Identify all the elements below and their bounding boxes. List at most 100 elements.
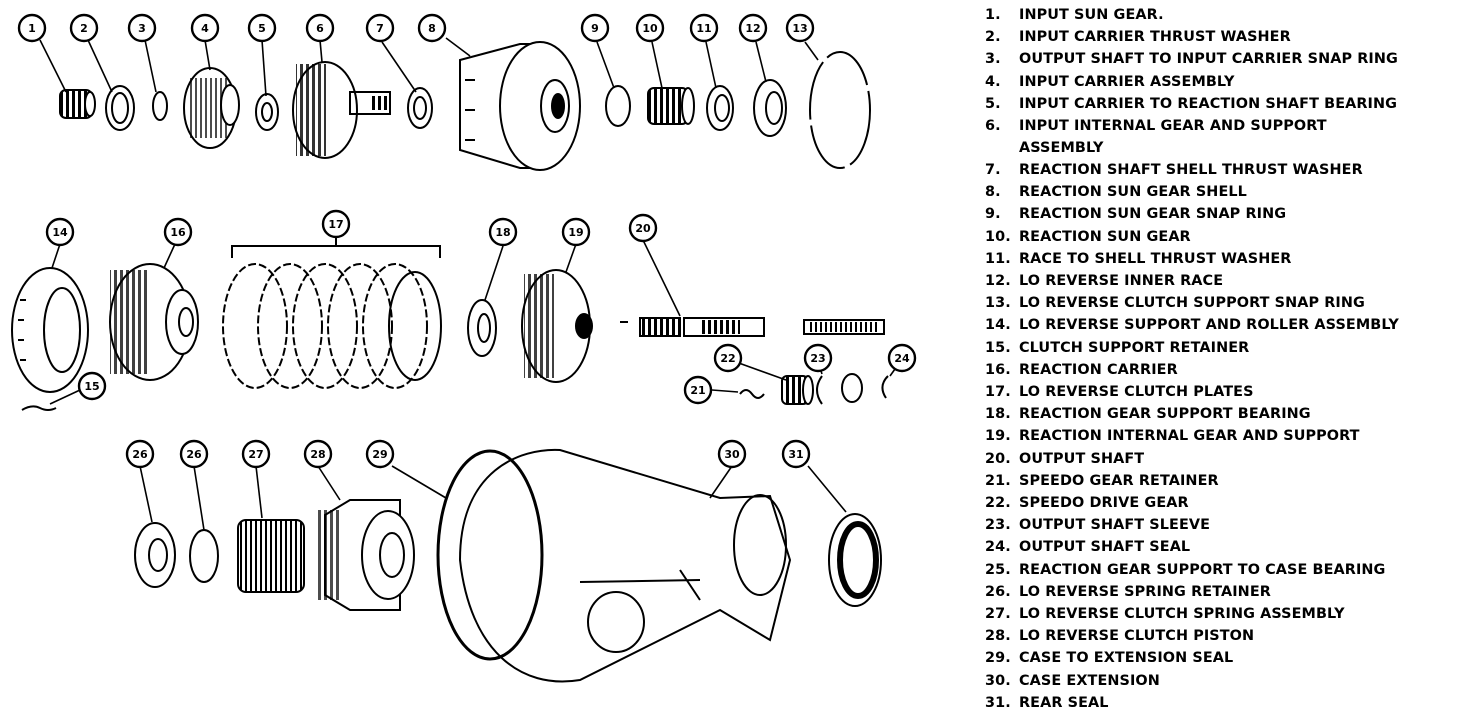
part-reaction-carrier	[109, 263, 199, 381]
legend-item-10: 10.REACTION SUN GEAR	[985, 228, 1191, 245]
legend-item-15: 15.CLUTCH SUPPORT RETAINER	[985, 339, 1250, 356]
callout-15: 15	[77, 371, 107, 401]
svg-text:27: 27	[248, 448, 263, 461]
leader-30	[709, 465, 733, 499]
svg-text:26: 26	[186, 448, 202, 461]
callout-21: 21	[683, 375, 713, 405]
part-reaction-shaft-shell-thrust-washer	[407, 87, 433, 129]
svg-text:8: 8	[428, 22, 436, 35]
part-race-to-shell-thrust-washer	[706, 85, 734, 131]
leader-5	[261, 39, 267, 97]
callout-22: 22	[713, 343, 743, 373]
legend-item-31: 31.REAR SEAL	[985, 694, 1109, 711]
part-lo-reverse-clutch-plates	[222, 263, 442, 389]
svg-text:12: 12	[745, 22, 760, 35]
svg-text:26: 26	[132, 448, 148, 461]
legend-item-30: 30.CASE EXTENSION	[985, 672, 1160, 689]
svg-text:16: 16	[170, 226, 186, 239]
svg-text:11: 11	[696, 22, 711, 35]
svg-text:17: 17	[328, 218, 343, 231]
callout-30: 30	[717, 439, 747, 469]
part-output-shaft-seal	[881, 375, 889, 399]
part-input-carrier-thrust-washer	[105, 85, 135, 131]
part-speedo-drive-gear	[781, 375, 814, 405]
svg-text:13: 13	[792, 22, 807, 35]
part-reaction-internal-gear	[521, 269, 593, 383]
part-snap-ring-3	[152, 91, 168, 121]
part-case-to-extension-seal	[436, 449, 544, 661]
parts-legend: 1.INPUT SUN GEAR. 2.INPUT CARRIER THRUST…	[985, 4, 1465, 714]
svg-text:20: 20	[635, 222, 651, 235]
callout-29: 29	[365, 439, 395, 469]
callout-17: 17	[321, 209, 351, 239]
legend-item-29: 29.CASE TO EXTENSION SEAL	[985, 650, 1234, 667]
exploded-view-diagram: 1 2 3 4 5 6 7 8 9 10 11 12 13 14 15 16 1…	[11, 13, 917, 683]
part-output-shaft	[620, 317, 885, 337]
callout-6: 6	[305, 13, 335, 43]
callout-20: 20	[628, 213, 658, 243]
bracket-17	[231, 236, 441, 258]
part-output-shaft-sleeve	[816, 375, 823, 405]
callout-2: 2	[69, 13, 99, 43]
legend-item-16: 16.REACTION CARRIER	[985, 361, 1178, 378]
part-reaction-gear-support-bearing	[467, 299, 497, 357]
leader-12	[755, 41, 767, 83]
legend-item-12: 12.LO REVERSE INNER RACE	[985, 273, 1224, 290]
svg-text:1: 1	[28, 22, 36, 35]
svg-text:5: 5	[258, 22, 266, 35]
callout-24: 24	[887, 343, 917, 373]
legend-item-13: 13.LO REVERSE CLUTCH SUPPORT SNAP RING	[985, 295, 1365, 312]
callout-5: 5	[247, 13, 277, 43]
svg-text:19: 19	[568, 226, 583, 239]
svg-text:28: 28	[310, 448, 325, 461]
callout-11: 11	[689, 13, 719, 43]
legend-item-22: 22.SPEEDO DRIVE GEAR	[985, 495, 1189, 512]
svg-text:31: 31	[788, 448, 803, 461]
leader-25	[139, 465, 153, 523]
svg-text:15: 15	[84, 380, 99, 393]
callout-26: 26	[179, 439, 209, 469]
part-lo-reverse-clutch-spring-assembly	[237, 519, 305, 593]
legend-item-11: 11.RACE TO SHELL THRUST WASHER	[985, 250, 1292, 267]
legend-item-21: 21.SPEEDO GEAR RETAINER	[985, 472, 1219, 489]
svg-text:21: 21	[690, 384, 705, 397]
callout-31: 31	[781, 439, 811, 469]
leader-19	[565, 243, 577, 273]
leader-2	[87, 39, 113, 93]
leader-15	[49, 389, 81, 405]
leader-3	[144, 39, 157, 93]
legend-item-20: 20.OUTPUT SHAFT	[985, 450, 1145, 467]
legend-item-24: 24.OUTPUT SHAFT SEAL	[985, 539, 1191, 556]
legend-item-26: 26.LO REVERSE SPRING RETAINER	[985, 583, 1271, 600]
leader-13	[804, 41, 819, 61]
part-lo-reverse-clutch-piston	[318, 499, 415, 611]
callout-4: 4	[190, 13, 220, 43]
callout-9: 9	[580, 13, 610, 43]
part-rear-seal	[828, 513, 882, 607]
callout-14: 14	[45, 217, 75, 247]
legend-item-23: 23.OUTPUT SHAFT SLEEVE	[985, 517, 1211, 534]
svg-text:22: 22	[720, 352, 735, 365]
leader-10	[651, 41, 663, 89]
callout-28: 28	[303, 439, 333, 469]
callout-19: 19	[561, 217, 591, 247]
legend-item-9: 9.REACTION SUN GEAR SNAP RING	[985, 206, 1287, 223]
svg-text:2: 2	[80, 22, 88, 35]
callout-25: 26	[125, 439, 155, 469]
legend-item-7: 7.REACTION SHAFT SHELL THRUST WASHER	[985, 162, 1363, 179]
callout-13: 13	[785, 13, 815, 43]
legend-item-3: 3.OUTPUT SHAFT TO INPUT CARRIER SNAP RIN…	[985, 51, 1398, 68]
part-case-extension	[458, 448, 792, 683]
callout-8: 8	[417, 13, 447, 43]
legend-item-28: 28.LO REVERSE CLUTCH PISTON	[985, 628, 1255, 645]
leader-8	[445, 37, 471, 57]
part-input-sun-gear	[59, 89, 96, 119]
svg-text:29: 29	[372, 448, 387, 461]
part-input-carrier-assembly	[183, 67, 240, 149]
leader-26	[193, 465, 205, 531]
part-speedo-gear-retainer	[739, 389, 765, 399]
leader-31	[807, 465, 847, 513]
leader-14	[51, 243, 61, 269]
callout-27: 27	[241, 439, 271, 469]
leader-16	[163, 243, 176, 269]
